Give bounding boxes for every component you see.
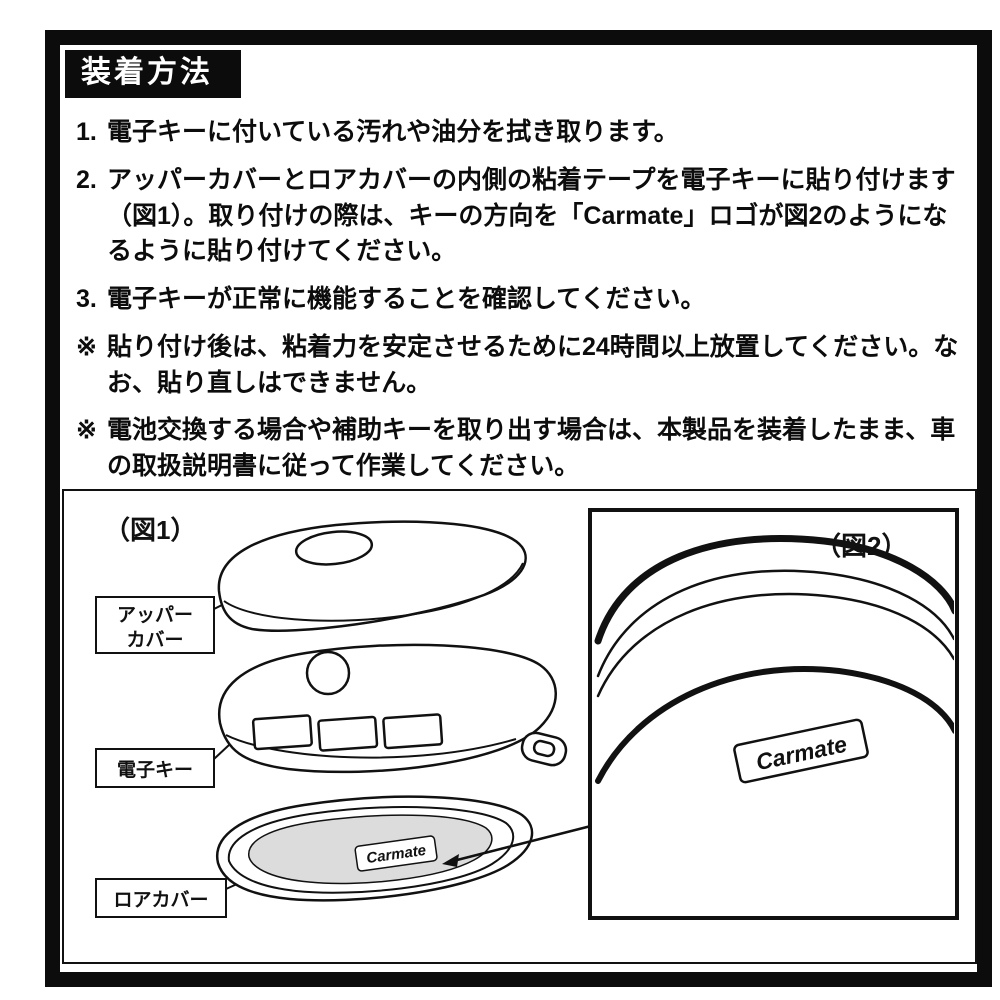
exploded-view-diagram: （図1） （図2） Carmate <box>95 508 959 920</box>
upper-cover-label-box <box>95 596 215 654</box>
step-text: 電子キーに付いている汚れや油分を拭き取ります。 <box>107 118 679 146</box>
instruction-step-3: 3. 電子キーが正常に機能することを確認してください。 <box>76 282 971 318</box>
section-title-bar: 装着方法 <box>65 50 241 98</box>
step-text: アッパーカバーとロアカバーの内側の粘着テープを電子キーに貼り付けます（図1）。取… <box>107 165 956 266</box>
zoom-callout-line <box>442 824 592 867</box>
instruction-note-1: ※ 貼り付け後は、粘着力を安定させるために24時間以上放置してください。なお、貼… <box>76 330 971 402</box>
electronic-key-drawing <box>217 643 568 774</box>
upper-cover-label-line2: カバー <box>126 629 183 651</box>
key-buttons <box>251 713 444 752</box>
lower-cover-drawing: Carmate <box>215 795 534 902</box>
upper-cover-label-line1: アッパー <box>117 604 193 626</box>
instruction-step-1: 1. 電子キーに付いている汚れや油分を拭き取ります。 <box>76 115 971 151</box>
lower-cover-label: ロアカバー <box>113 889 208 911</box>
callout-arrowhead <box>442 854 459 867</box>
section-title: 装着方法 <box>81 56 213 89</box>
key-ring-hole <box>520 731 568 767</box>
part-label-boxes <box>95 596 227 918</box>
note-marker: ※ <box>76 332 97 361</box>
key-round-button <box>305 650 351 696</box>
fig1-label: （図1） <box>104 515 196 545</box>
note-text: 貼り付け後は、粘着力を安定させるために24時間以上放置してください。なお、貼り直… <box>107 332 959 397</box>
figure-panel: （図1） （図2） Carmate <box>62 489 977 964</box>
step-marker: 3. <box>76 285 97 313</box>
instruction-note-2: ※ 電池交換する場合や補助キーを取り出す場合は、本製品を装着したまま、車の取扱説… <box>76 413 971 485</box>
step-marker: 1. <box>76 118 97 146</box>
upper-cover-drawing <box>217 520 527 632</box>
instruction-step-2: 2. アッパーカバーとロアカバーの内側の粘着テープを電子キーに貼り付けます（図1… <box>76 163 971 270</box>
key-label: 電子キー <box>117 759 193 781</box>
key-label-box <box>95 748 215 788</box>
fig2-cover-corner-drawing <box>594 535 954 784</box>
page-frame: 装着方法 1. 電子キーに付いている汚れや油分を拭き取ります。 2. アッパーカ… <box>45 30 992 987</box>
step-text: 電子キーが正常に機能することを確認してください。 <box>107 285 706 313</box>
lower-cover-label-box <box>95 878 227 918</box>
instruction-list: 1. 電子キーに付いている汚れや油分を拭き取ります。 2. アッパーカバーとロア… <box>76 115 971 497</box>
note-marker: ※ <box>76 416 97 445</box>
fig1-carmate-logo: Carmate <box>354 835 438 872</box>
cover-opening-hole <box>294 530 374 566</box>
note-text: 電池交換する場合や補助キーを取り出す場合は、本製品を装着したまま、車の取扱説明書… <box>107 416 956 480</box>
step-marker: 2. <box>76 165 97 194</box>
